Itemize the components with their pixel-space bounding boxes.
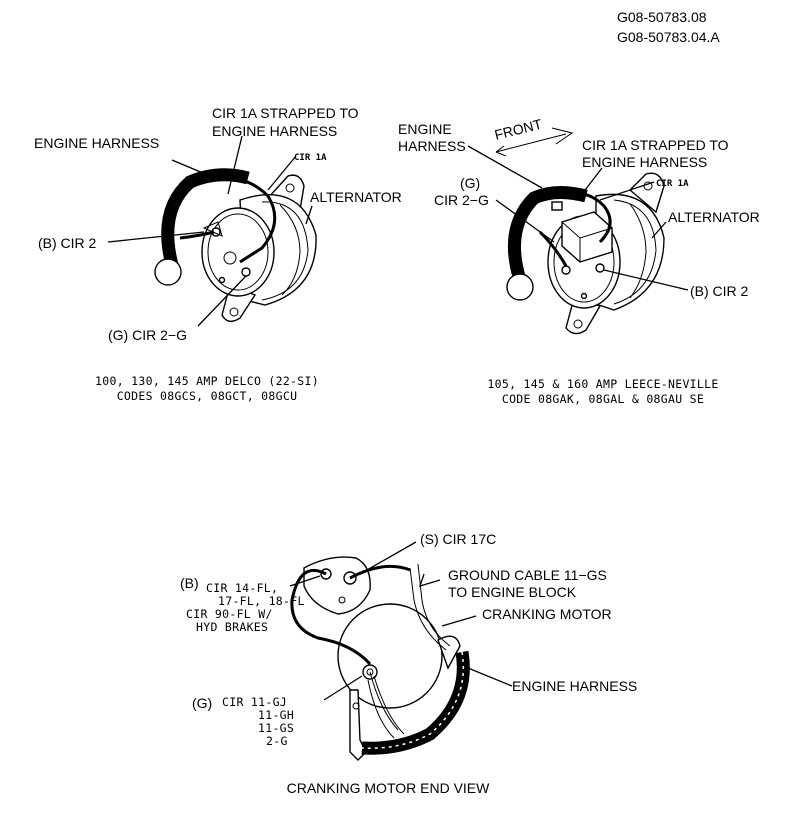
battery-b-label: (B) — [180, 575, 199, 591]
leece-b-cir2-label: (B) CIR 2 — [690, 283, 749, 299]
ground-g-label: (G) — [192, 695, 212, 711]
cir17c-wire — [349, 564, 411, 580]
cranking-motor-figure — [289, 541, 513, 761]
delco-cir2-wire — [179, 230, 215, 240]
cranking-engine-harness-label: ENGINE HARNESS — [512, 678, 637, 694]
leece-front-label: FRONT — [493, 116, 544, 143]
leece-caption-2: CODE 08GAK, 08GAL & 08GAU SE — [502, 392, 704, 406]
leece-harness-label: HARNESS — [398, 138, 466, 154]
leece-mount-ear-top — [628, 172, 665, 214]
cir17c-label: (S) CIR 17C — [420, 531, 496, 547]
leece-engine-label: ENGINE — [398, 121, 452, 137]
delco-cir1a-wire — [225, 176, 277, 264]
leece-engine-harness — [508, 186, 588, 282]
battery-label-3: CIR 90-FL W/ — [186, 607, 273, 621]
leece-alternator-label: ALTERNATOR — [668, 209, 760, 225]
cranking-motor-label: CRANKING MOTOR — [482, 606, 612, 622]
delco-strapped-label-2: ENGINE HARNESS — [212, 123, 337, 139]
delco-engine-harness — [161, 168, 250, 267]
leece-harness-plug — [506, 273, 534, 301]
ground-label-1: CIR 11-GJ — [222, 695, 287, 709]
delco-caption-2: CODES 08GCS, 08GCT, 08GCU — [117, 389, 298, 403]
leece-g-label: (G) — [460, 175, 480, 191]
delco-cir1a-label: CIR 1A — [294, 153, 327, 163]
leece-strapped-label-1: CIR 1A STRAPPED TO — [582, 137, 729, 153]
delco-alternator-figure — [107, 135, 317, 327]
leece-cir2g-wire — [538, 230, 568, 267]
battery-label-4: HYD BRAKES — [196, 620, 268, 634]
solenoid-plate — [303, 556, 371, 615]
ground-label-2: 11-GH — [258, 708, 294, 722]
cranking-motor-end — [337, 603, 443, 709]
delco-alternator-label: ALTERNATOR — [310, 189, 402, 205]
ground-label-4: 2-G — [266, 734, 288, 748]
delco-strapped-label-1: CIR 1A STRAPPED TO — [212, 105, 359, 121]
leece-caption-1: 105, 145 & 160 AMP LEECE-NEVILLE — [487, 377, 718, 391]
delco-harness-plug — [154, 258, 182, 286]
ground-label-3: 11-GS — [258, 721, 294, 735]
delco-g-cir2g-label: (G) CIR 2−G — [108, 327, 187, 343]
battery-label-1: CIR 14-FL, — [206, 581, 278, 595]
doc-code-1: G08-50783.08 — [617, 9, 707, 25]
doc-code-2: G08-50783.04.A — [617, 29, 720, 45]
ground-cable-label-2: TO ENGINE BLOCK — [448, 584, 577, 600]
leece-alternator-figure — [467, 127, 689, 335]
leece-cir1a-wire — [563, 192, 612, 244]
delco-engine-harness-label: ENGINE HARNESS — [34, 135, 159, 151]
leece-strapped-label-2: ENGINE HARNESS — [582, 154, 707, 170]
battery-cable — [290, 568, 372, 666]
delco-b-cir2-label: (B) CIR 2 — [38, 235, 97, 251]
leece-regulator-box — [561, 211, 613, 263]
delco-rear-face — [201, 207, 275, 297]
delco-caption-1: 100, 130, 145 AMP DELCO (22-SI) — [95, 374, 319, 388]
front-arrow-icon — [495, 127, 574, 157]
leece-cir2g-label: CIR 2−G — [434, 192, 489, 208]
cranking-caption: CRANKING MOTOR END VIEW — [287, 780, 491, 796]
ground-cable-label-1: GROUND CABLE 11−GS — [448, 567, 607, 583]
battery-label-2: 17-FL, 18-FL — [218, 594, 305, 608]
leece-cir1a-label: CIR 1A — [656, 179, 689, 189]
